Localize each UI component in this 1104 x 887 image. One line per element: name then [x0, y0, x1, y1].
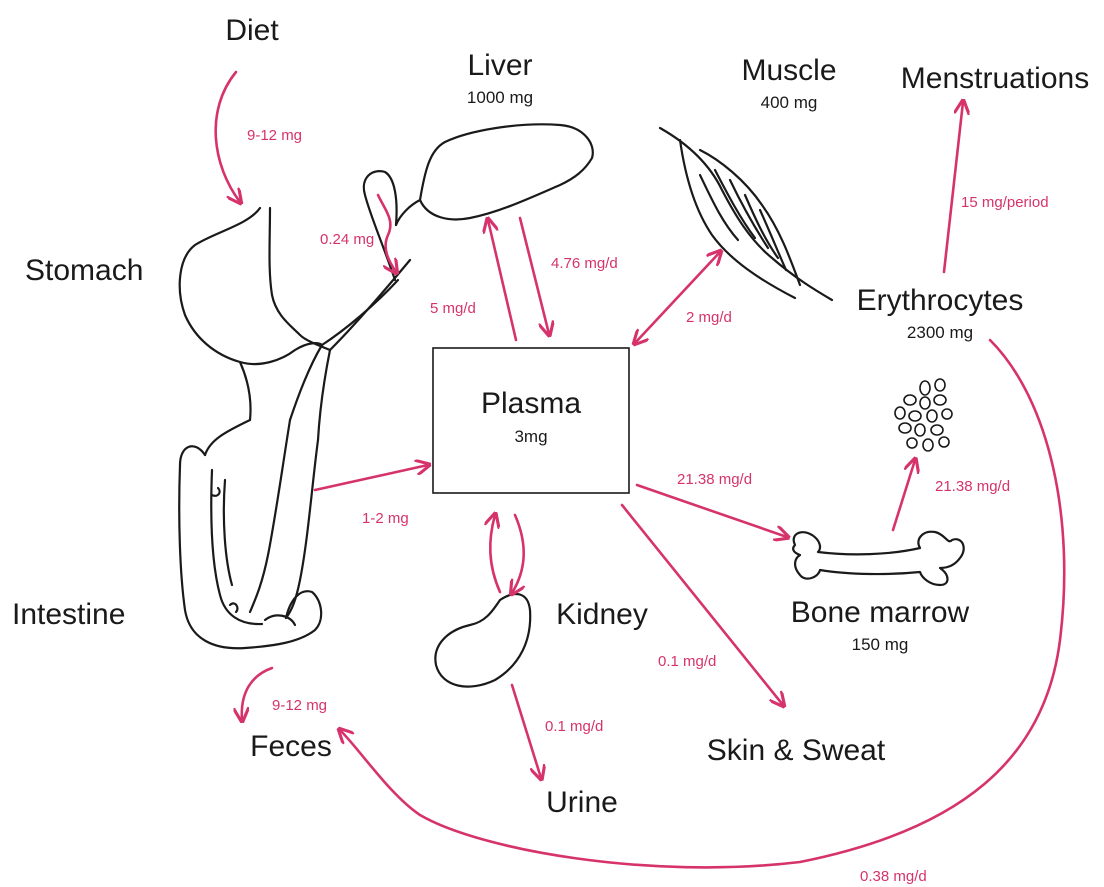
plasma-box [433, 348, 629, 493]
muscle-amount: 400 mg [761, 93, 818, 112]
plasma-to-skin-value: 0.1 mg/d [658, 653, 716, 670]
diet-to-stomach-arrow [216, 72, 240, 202]
muscle-label: Muscle [741, 54, 836, 87]
intestine-drawing [179, 420, 321, 648]
kidney-label: Kidney [556, 598, 648, 631]
diet-label: Diet [225, 14, 279, 47]
plasma-to-liver-arrow [488, 220, 516, 340]
erythrocytes-to-menstruations-value: 15 mg/period [961, 194, 1049, 211]
plasma-muscle-arrow [635, 252, 720, 343]
stomach-drawing [180, 208, 330, 420]
gallbladder-value: 0.24 mg [320, 231, 374, 248]
kidney-drawing [435, 594, 530, 687]
liver-label: Liver [467, 49, 532, 82]
feces-label: Feces [250, 730, 332, 763]
menstruations-label: Menstruations [901, 62, 1089, 95]
skin-sweat-label: Skin & Sweat [707, 734, 886, 767]
intestine-label: Intestine [12, 598, 125, 631]
urine-label: Urine [546, 786, 618, 819]
bone-marrow-amount: 150 mg [852, 635, 909, 654]
bone-drawing [793, 532, 964, 585]
erythrocytes-to-menstruations-arrow [944, 102, 963, 272]
kidney-to-plasma-arrow [490, 515, 500, 592]
bone-marrow-to-erythrocytes-value: 21.38 mg/d [935, 478, 1010, 495]
stomach-label: Stomach [25, 254, 143, 287]
intestine-to-feces-value: 9-12 mg [272, 697, 327, 714]
intestine-to-plasma-value: 1-2 mg [362, 510, 409, 527]
kidney-to-urine-arrow [512, 685, 541, 778]
plasma-amount: 3mg [514, 427, 547, 446]
bone-marrow-label: Bone marrow [791, 596, 970, 629]
muscle-drawing [660, 128, 832, 300]
intestine-to-feces-arrow [242, 668, 272, 720]
bone-marrow-to-cells-arrow [893, 460, 915, 530]
erythrocytes-to-feces-value: 0.38 mg/d [860, 868, 927, 885]
erythrocytes-amount: 2300 mg [907, 323, 973, 342]
liver-to-plasma-value: 4.76 mg/d [551, 255, 618, 272]
liver-amount: 1000 mg [467, 88, 533, 107]
erythrocytes-label: Erythrocytes [857, 284, 1024, 317]
bile-duct-drawing [290, 260, 410, 440]
plasma-to-bone-marrow-value: 21.38 mg/d [677, 471, 752, 488]
liver-to-plasma-arrow [520, 218, 549, 334]
diet-to-stomach-value: 9-12 mg [247, 127, 302, 144]
plasma-to-kidney-arrow [512, 515, 524, 593]
liver-drawing [420, 124, 593, 219]
plasma-muscle-value: 2 mg/d [686, 309, 732, 326]
intestine-to-plasma-arrow [315, 465, 428, 490]
plasma-to-liver-value: 5 mg/d [430, 300, 476, 317]
plasma-label: Plasma [481, 387, 581, 420]
red-blood-cells-drawing [895, 379, 952, 451]
kidney-to-urine-value: 0.1 mg/d [545, 718, 603, 735]
plasma-to-bone-marrow-arrow [637, 485, 787, 537]
